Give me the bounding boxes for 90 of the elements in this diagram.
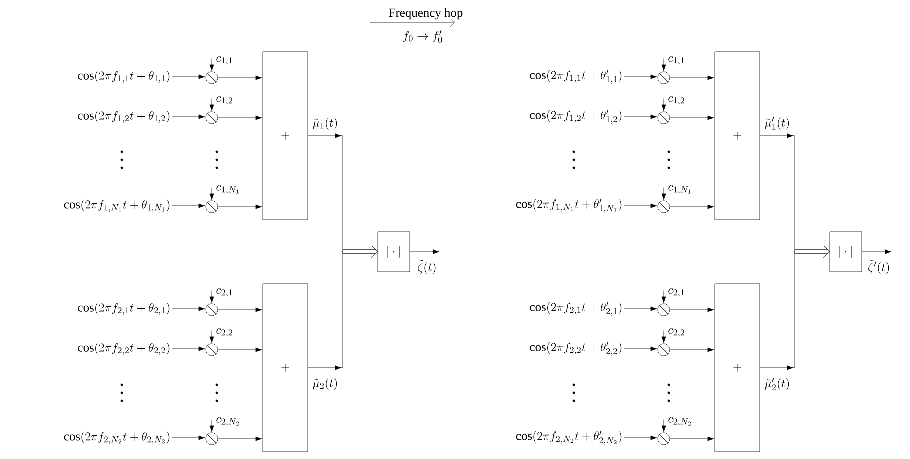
signal-arrow [172, 436, 206, 440]
coefficient-label: $c_{1,1}$ [668, 56, 684, 66]
adder-box: $+$ [714, 52, 760, 220]
coefficient-label: $c_{2,1}$ [216, 288, 232, 298]
output-arrow [862, 250, 892, 254]
coefficient-label: $c_{2,2}$ [216, 328, 233, 338]
coefficient-label: $c_{1,N_1}$ [216, 185, 239, 194]
multiplier-circle [658, 344, 670, 356]
coefficient-arrow [210, 188, 214, 200]
input-signal: $\cos(2\pi f_{1,1}t+\theta'_{1,1})$ [530, 70, 622, 84]
signal-arrow [670, 348, 714, 352]
coefficient-label: $c_{1,2}$ [668, 96, 685, 106]
signal-arrow [218, 76, 262, 80]
input-signal: $\cos(2\pi f_{1,2}t+\theta'_{1,2})$ [530, 110, 622, 124]
absolute-value-box: $|\cdot|$ [830, 232, 862, 272]
signal-arrow [172, 74, 206, 80]
coefficient-label: $c_{2,1}$ [668, 288, 684, 298]
signal-arrow [670, 436, 714, 442]
output-label: $\tilde{\mu}'_2(t)$ [765, 378, 790, 391]
multiplier-circle [658, 432, 670, 446]
signal-arrow [218, 116, 262, 120]
coefficient-arrow [662, 420, 666, 432]
signal-arrow [624, 436, 658, 440]
signal-arrow [172, 346, 206, 352]
signal-arrow [670, 204, 714, 210]
output-label: $\tilde{\mu}_2(t)$ [313, 378, 338, 390]
input-signal: $\cos(2\pi f_{1,N_1}t+\theta_{1,N_1})$ [64, 200, 170, 212]
signal-arrow [218, 308, 262, 312]
signal-arrow [308, 246, 378, 370]
coefficient-arrow [662, 188, 666, 200]
coefficient-arrow [210, 58, 214, 72]
signal-arrow [624, 346, 658, 352]
coefficient-label: $c_{2,N_2}$ [216, 417, 239, 426]
signal-arrow [670, 308, 714, 312]
coefficient-label: $c_{1,1}$ [216, 56, 232, 66]
output-label: $\tilde{\zeta}'(t)$ [868, 260, 890, 274]
coefficient-arrow [210, 98, 214, 112]
signal-arrow [624, 74, 658, 80]
input-signal: $\cos(2\pi f_{2,N_2}t+\theta'_{2,N_2})$ [516, 430, 622, 446]
coefficient-arrow [210, 290, 214, 304]
coefficient-arrow [662, 58, 666, 72]
coefficient-arrow [210, 420, 214, 432]
coefficient-label: $c_{2,2}$ [668, 328, 685, 338]
coefficient-label: $c_{2,N_2}$ [668, 417, 691, 426]
multiplier-circle [206, 112, 218, 124]
signal-arrow [172, 306, 206, 312]
signal-arrow [218, 436, 262, 442]
signal-arrow [624, 204, 658, 208]
coefficient-arrow [662, 290, 666, 304]
input-signal: $\cos(2\pi f_{2,1}t+\theta_{2,1})$ [78, 302, 170, 316]
signal-arrow [670, 76, 714, 80]
coefficient-arrow [662, 98, 666, 112]
input-signal: $\cos(2\pi f_{1,1}t+\theta_{1,1})$ [78, 70, 170, 84]
input-signal: $\cos(2\pi f_{2,2}t+\theta'_{2,2})$ [530, 342, 622, 356]
output-label: $\tilde{\mu}'_1(t)$ [765, 117, 790, 130]
signal-arrow [218, 204, 262, 210]
output-arrow [410, 250, 440, 254]
output-label: $\tilde{\mu}_1(t)$ [313, 118, 338, 130]
signal-arrow [760, 246, 830, 370]
multiplier-circle [206, 344, 218, 356]
input-signal: $\cos(2\pi f_{1,N_1}t+\theta'_{1,N_1})$ [516, 198, 622, 214]
multiplier-circle [658, 304, 670, 316]
multiplier-circle [206, 304, 218, 316]
coefficient-label: $c_{1,2}$ [216, 96, 233, 106]
multiplier-circle [206, 432, 218, 446]
multiplier-circle [206, 72, 218, 84]
coefficient-label: $c_{1,N_1}$ [668, 185, 691, 194]
multiplier-circle [206, 200, 218, 214]
signal-arrow [670, 116, 714, 120]
hop-formula: $f_0\rightarrow f'_0$ [403, 30, 442, 44]
signal-arrow [218, 348, 262, 352]
input-signal: $\cos(2\pi f_{2,N_2}t+\theta_{2,N_2})$ [64, 432, 170, 444]
absolute-value-box: $|\cdot|$ [378, 232, 410, 272]
signal-arrow [172, 204, 206, 208]
adder-box: $+$ [262, 284, 308, 452]
coefficient-arrow [662, 330, 666, 344]
coefficient-arrow [210, 330, 214, 344]
input-signal: $\cos(2\pi f_{2,2}t+\theta_{2,2})$ [78, 342, 170, 356]
adder-box: $+$ [714, 284, 760, 452]
multiplier-circle [658, 72, 670, 84]
output-label: $\tilde{\zeta}(t)$ [418, 260, 436, 274]
signal-arrow [624, 114, 658, 120]
input-signal: $\cos(2\pi f_{2,1}t+\theta'_{2,1})$ [530, 302, 622, 316]
multiplier-circle [658, 112, 670, 124]
input-signal: $\cos(2\pi f_{1,2}t+\theta_{1,2})$ [78, 110, 170, 124]
heading-text: Frequency hop [389, 8, 463, 20]
multiplier-circle [658, 200, 670, 214]
signal-arrow [172, 114, 206, 120]
adder-box: $+$ [262, 52, 308, 220]
signal-arrow [624, 306, 658, 312]
